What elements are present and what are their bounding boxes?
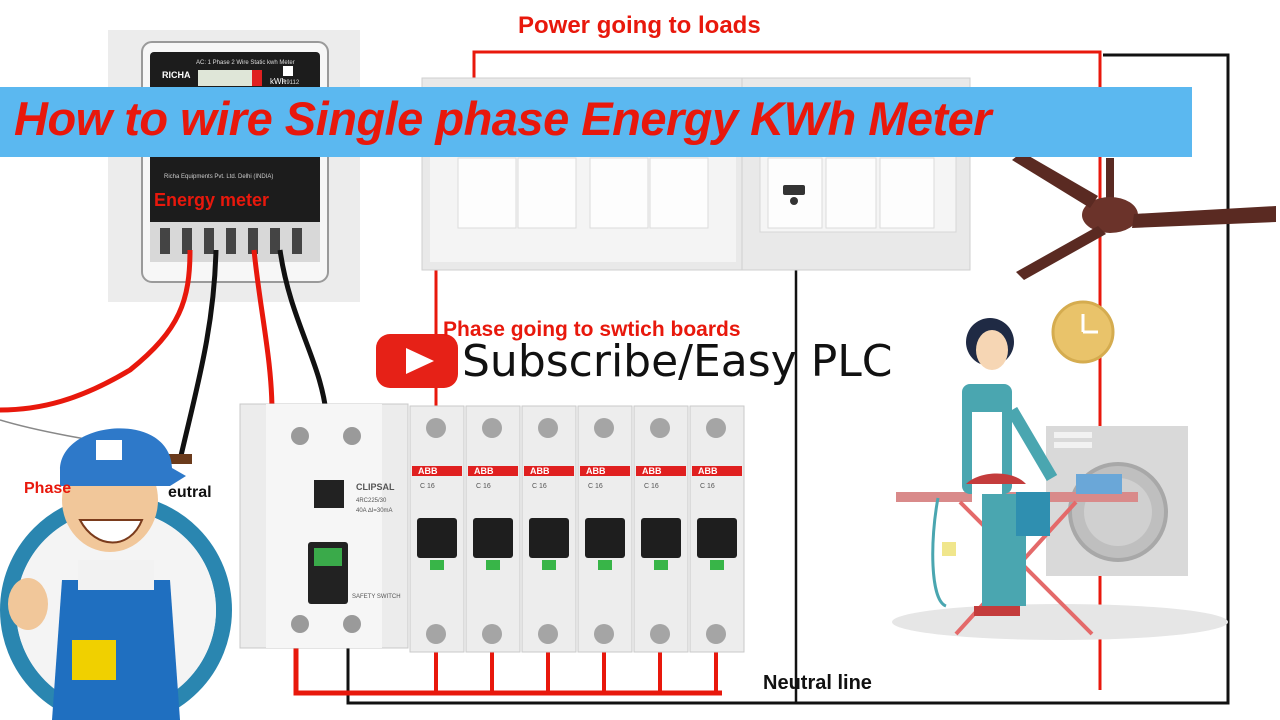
busbar-drops: [434, 650, 718, 693]
power-to-loads-label: Power going to loads: [518, 12, 761, 39]
mcb-breaker: ABB C 16: [465, 405, 521, 653]
neutral-line-label: Neutral line: [763, 672, 872, 694]
mcb-brand: ABB: [530, 466, 550, 476]
electrician-mascot: [0, 428, 232, 720]
neutral-load-wire: [346, 53, 1230, 705]
mcb-breaker: ABB C 16: [521, 405, 577, 653]
page-title: How to wire Single phase Energy KWh Mete…: [14, 92, 992, 145]
mcb-brand: ABB: [418, 466, 438, 476]
mcb-brand: ABB: [698, 466, 718, 476]
ceiling-fan: [1012, 152, 1276, 280]
mcb-brand: ABB: [642, 466, 662, 476]
mcb-rating: C 16: [476, 483, 491, 490]
mcb-breaker: ABB C 16: [409, 405, 465, 653]
rccb-model: 4RC225/30: [356, 498, 387, 504]
subscribe-label[interactable]: Subscribe/Easy PLC: [462, 336, 893, 387]
youtube-icon: [376, 334, 458, 388]
meter-terminals: [160, 228, 302, 254]
household-scene: [892, 318, 1228, 640]
mcb-rating: C 16: [532, 483, 547, 490]
phase-load-wire: [472, 50, 1102, 690]
energy-meter: RICHA AC: 1 Phase 2 Wire Static kwh Mete…: [108, 30, 360, 302]
phase-label: Phase: [24, 480, 72, 497]
rccb-rating: 40A ∆I=30mA: [356, 507, 393, 514]
meter-phase-out-wire: [0, 249, 193, 413]
mcb-rating: C 16: [644, 483, 659, 490]
clock-icon: [1051, 300, 1115, 364]
meter-neutral-out-wire: [177, 249, 219, 461]
neutral-label: eutral: [168, 484, 212, 501]
mcb-rating: C 16: [700, 483, 715, 490]
meter-phase-rccb-wire: [251, 249, 275, 413]
meter-spec: AC: 1 Phase 2 Wire Static kwh Meter: [196, 60, 295, 66]
meter-model: R9112: [282, 80, 300, 86]
mcb-breaker: ABB C 16: [577, 405, 633, 653]
mcb-row: ABB C 16 ABB C 16 ABB C 16 ABB C 16 ABB C 16 ABB C …: [409, 405, 745, 653]
phase-to-boards-label: Phase going to swtich boards: [443, 318, 741, 341]
rccb-caption: SAFETY SWITCH: [352, 594, 401, 600]
mcb-brand: ABB: [474, 466, 494, 476]
mcb-breaker: ABB C 16: [689, 405, 745, 653]
phase-busbar: [293, 640, 722, 696]
rccb: CLIPSAL 4RC225/30 40A ∆I=30mA SAFETY SWI…: [239, 403, 409, 649]
meter-unit: kWh: [270, 77, 286, 86]
mcb-rating: C 16: [420, 483, 435, 490]
rccb-brand: CLIPSAL: [356, 482, 395, 492]
title-banner: How to wire Single phase Energy KWh Mete…: [0, 87, 1192, 157]
terminal-block: [162, 454, 192, 464]
mcb-breaker: ABB C 16: [633, 405, 689, 653]
meter-neutral-rccb-wire: [277, 249, 329, 413]
mcb-rating: C 16: [588, 483, 603, 490]
meter-maker: Richa Equipments Pvt. Ltd. Delhi (INDIA): [164, 174, 273, 180]
meter-brand: RICHA: [162, 70, 191, 80]
mcb-brand: ABB: [586, 466, 606, 476]
energy-meter-label: Energy meter: [154, 190, 270, 210]
